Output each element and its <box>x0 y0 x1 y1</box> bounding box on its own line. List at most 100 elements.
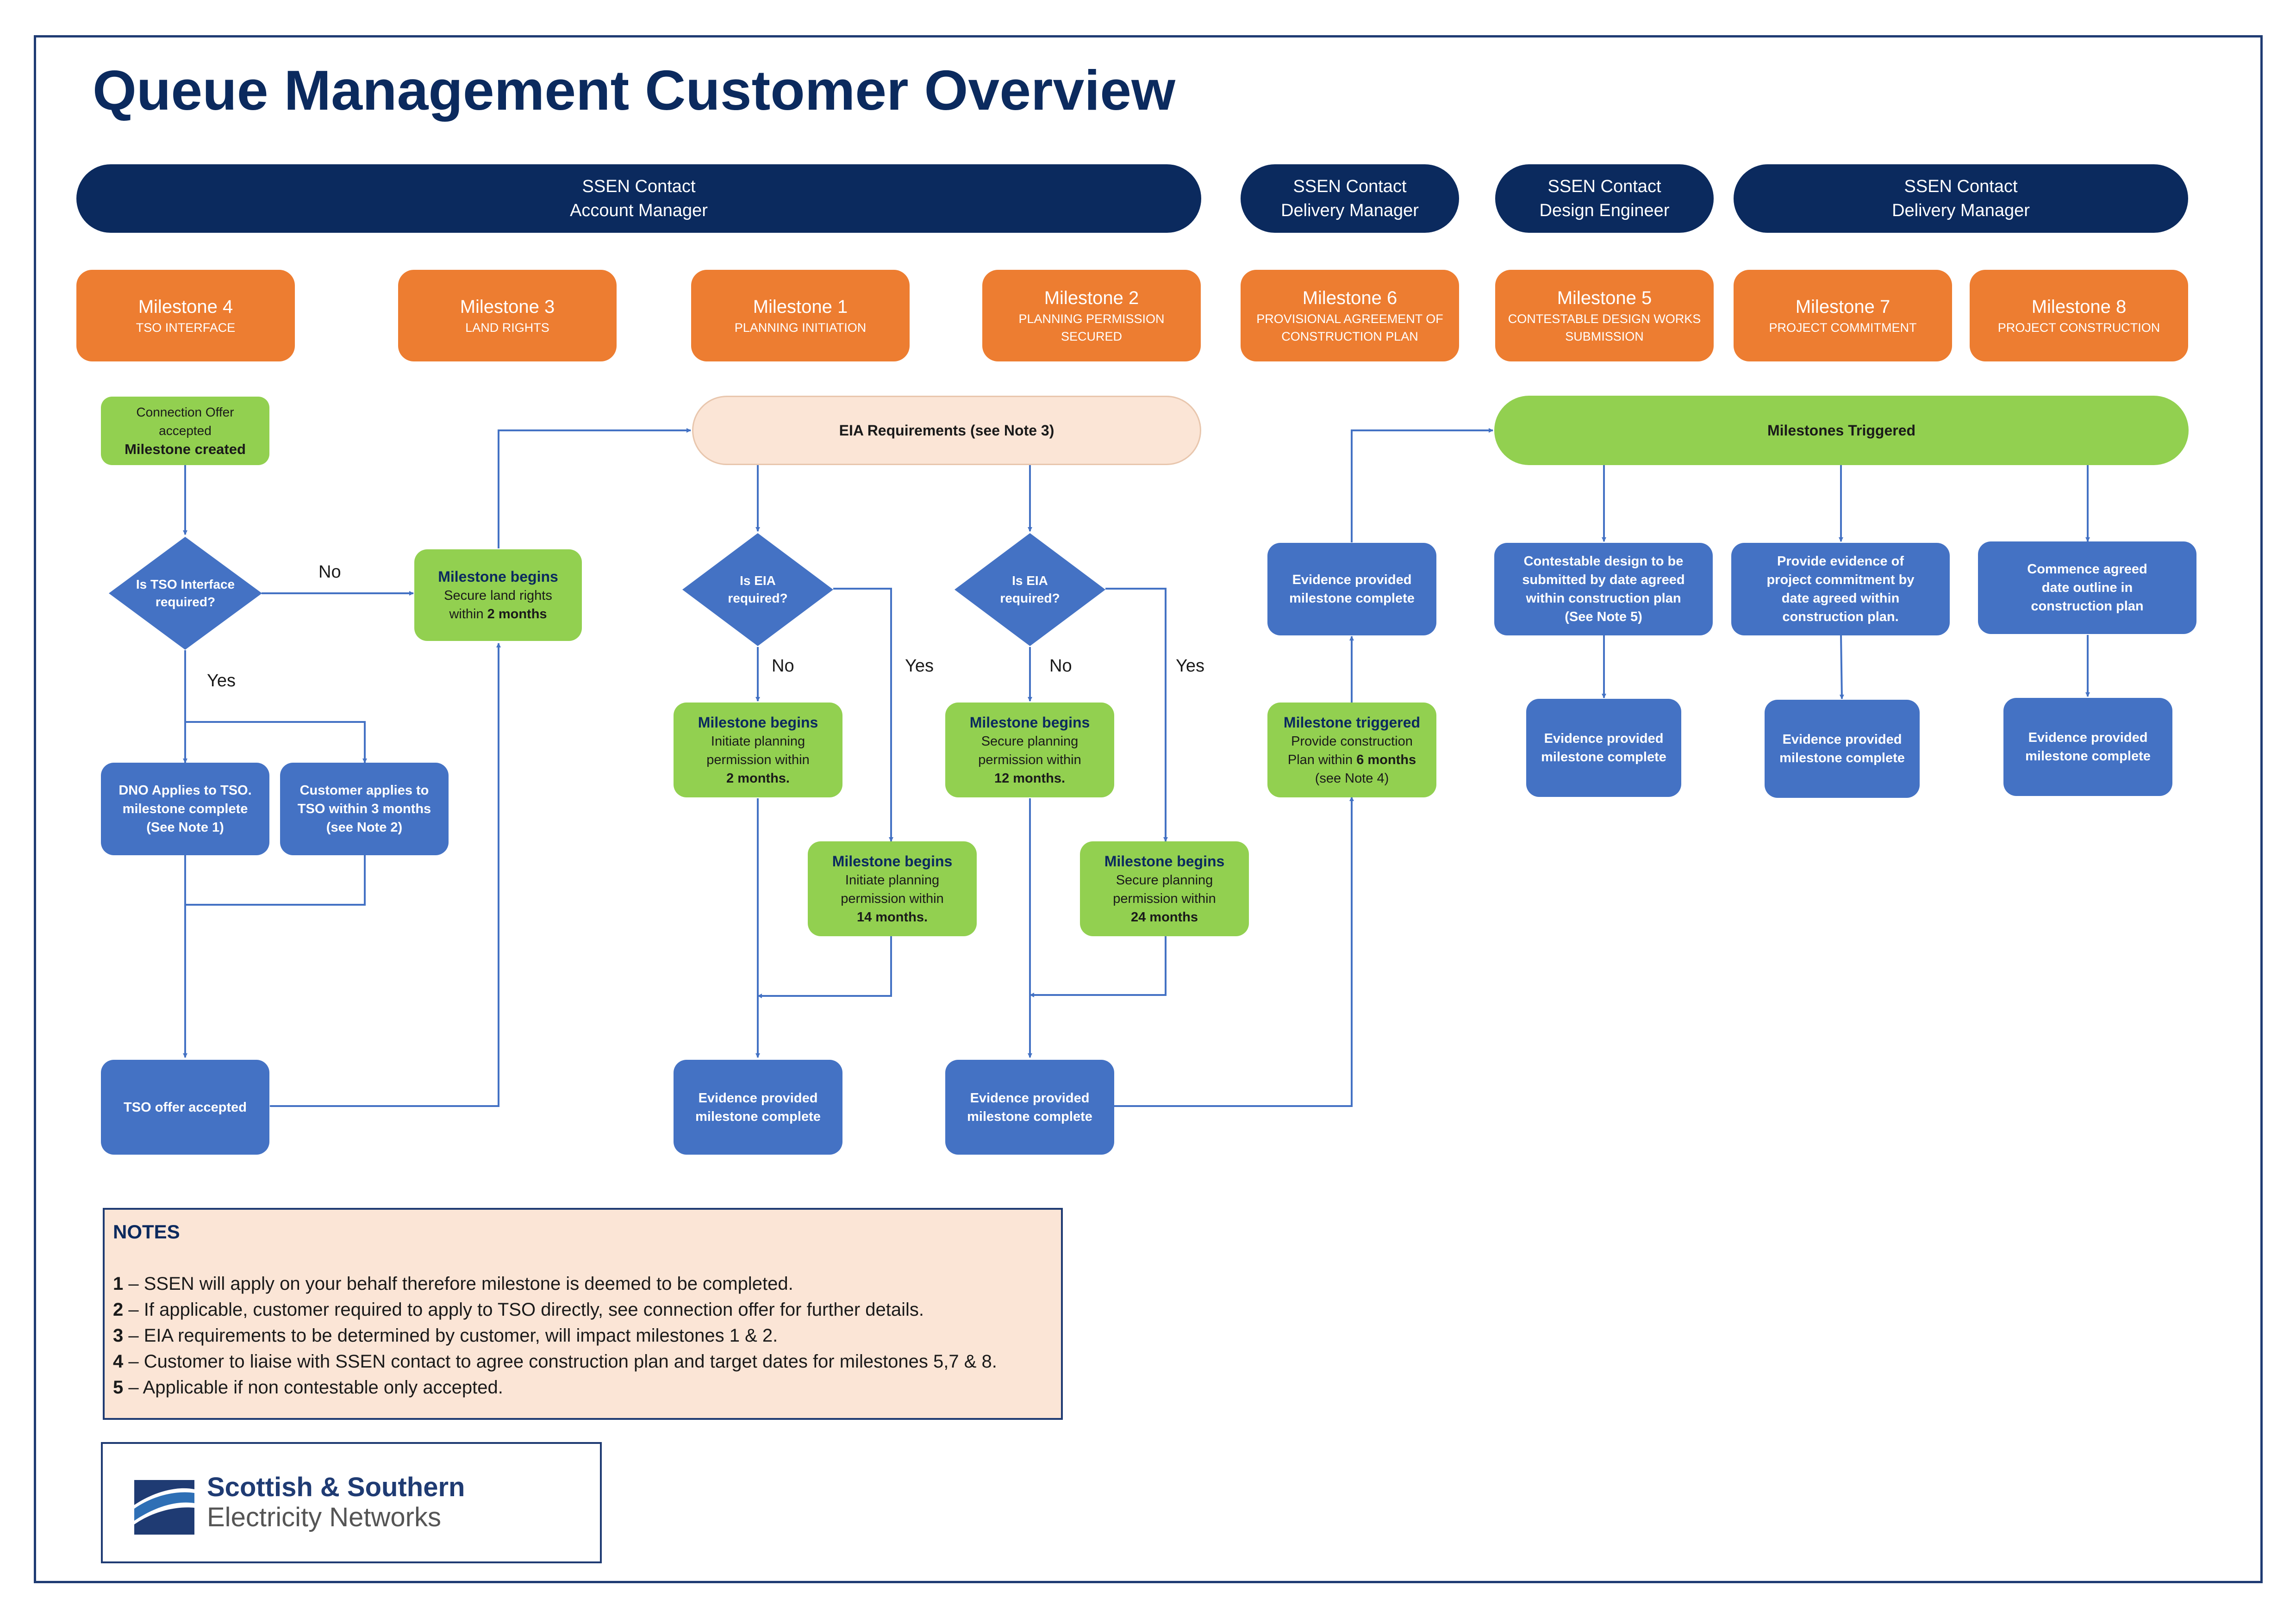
note-text: – Applicable if non contestable only acc… <box>123 1377 503 1398</box>
decision-line: Is TSO Interface <box>136 577 235 591</box>
box-line: Milestone created <box>125 441 246 457</box>
eia-decision-text-1: Is EIA required? <box>681 532 834 647</box>
box-heading: Milestone begins <box>1104 852 1225 870</box>
box-text-bold: 2 months <box>487 607 547 622</box>
m5-evidence-box: Evidence provided milestone complete <box>1526 699 1681 797</box>
box-line: milestone complete <box>1289 591 1415 606</box>
milestone-subtitle: PLANNING INITIATION <box>734 321 867 335</box>
box-line: 24 months <box>1130 909 1198 925</box>
milestone-5-header: Milestone 5 CONTESTABLE DESIGN WORKS SUB… <box>1495 270 1714 361</box>
box-line: milestone complete <box>1779 751 1905 765</box>
m8-evidence-box: Evidence provided milestone complete <box>2003 698 2172 796</box>
eia-requirements-bar: EIA Requirements (see Note 3) <box>692 396 1201 465</box>
milestone-2-header: Milestone 2 PLANNING PERMISSION SECURED <box>982 270 1201 361</box>
box-line: (see Note 4) <box>1315 771 1389 786</box>
customer-applies-tso-box: Customer applies to TSO within 3 months … <box>280 763 449 855</box>
contact-role: Delivery Manager <box>1281 201 1419 220</box>
box-line: TSO within 3 months <box>297 802 431 816</box>
decision-line: required? <box>155 595 216 609</box>
m6-evidence-box: Evidence provided milestone complete <box>1267 543 1436 635</box>
m2-no-eia-box: Milestone begins Secure planning permiss… <box>945 703 1114 797</box>
milestone-name: Milestone 4 <box>138 297 233 317</box>
contact-role: Account Manager <box>570 201 708 220</box>
milestone-subtitle: PLANNING PERMISSION SECURED <box>1018 312 1165 343</box>
box-line: Plan within 6 months <box>1288 751 1416 769</box>
m2-yes-eia-box: Milestone begins Secure planning permiss… <box>1080 841 1249 936</box>
box-line: within construction plan <box>1526 591 1681 606</box>
box-line: Secure planning <box>981 734 1079 749</box>
box-line: permission within <box>841 891 944 906</box>
eia-decision-diamond-1 <box>682 533 833 646</box>
m6-triggered-box: Milestone triggered Provide construction… <box>1267 703 1436 797</box>
yes-label: Yes <box>905 656 934 676</box>
yes-label: Yes <box>207 671 236 690</box>
note-number: 2 <box>113 1300 124 1320</box>
logo-line-1: Scottish & Southern <box>207 1472 465 1502</box>
no-label: No <box>318 562 341 582</box>
milestone-subtitle: LAND RIGHTS <box>465 321 549 335</box>
logo-line-2: Electricity Networks <box>207 1502 441 1532</box>
note-number: 5 <box>113 1377 124 1398</box>
milestone-3-header: Milestone 3 LAND RIGHTS <box>398 270 617 361</box>
box-line: date agreed within <box>1781 591 1900 606</box>
note-text: – If applicable, customer required to ap… <box>123 1300 924 1320</box>
note-item: 5 – Applicable if non contestable only a… <box>113 1374 1053 1400</box>
tso-offer-accepted-box: TSO offer accepted <box>101 1060 269 1155</box>
milestone-1-header: Milestone 1 PLANNING INITIATION <box>691 270 910 361</box>
box-heading: Milestone begins <box>832 852 953 870</box>
contact-role: Delivery Manager <box>1892 201 2030 220</box>
m2-evidence-box: Evidence provided milestone complete <box>945 1060 1114 1155</box>
box-line: Secure land rights <box>444 588 552 603</box>
box-line: milestone complete <box>695 1109 821 1124</box>
decision-line: Is EIA <box>740 573 776 588</box>
box-line: Evidence provided <box>1544 731 1664 746</box>
note-item: 1 – SSEN will apply on your behalf there… <box>113 1271 1053 1297</box>
bar-label: EIA Requirements (see Note 3) <box>839 422 1054 439</box>
m8-task-box: Commence agreed date outline in construc… <box>1978 541 2196 634</box>
contact-label: SSEN Contact <box>1547 177 1661 196</box>
box-line: Evidence provided <box>2028 730 2148 745</box>
box-heading: Milestone begins <box>438 568 558 585</box>
box-line: Provide evidence of <box>1777 554 1904 569</box>
box-heading: Milestone begins <box>969 714 1090 731</box>
milestone-subtitle: PROJECT CONSTRUCTION <box>1997 321 2160 335</box>
m7-task-box: Provide evidence of project commitment b… <box>1731 543 1950 635</box>
decision-line: required? <box>728 591 788 605</box>
note-number: 3 <box>113 1325 124 1346</box>
box-line: submitted by date agreed <box>1522 572 1685 587</box>
milestone-subtitle: PROVISIONAL AGREEMENT OF CONSTRUCTION PL… <box>1256 312 1443 343</box>
milestone-7-header: Milestone 7 PROJECT COMMITMENT <box>1734 270 1952 361</box>
dno-applies-box: DNO Applies to TSO. milestone complete (… <box>101 763 269 855</box>
box-line: 14 months. <box>856 909 928 925</box>
decision-line: Is EIA <box>1012 573 1048 588</box>
notes-title: NOTES <box>113 1221 180 1243</box>
milestone-name: Milestone 5 <box>1557 288 1652 308</box>
box-line: TSO offer accepted <box>124 1100 247 1115</box>
milestone-8-header: Milestone 8 PROJECT CONSTRUCTION <box>1970 270 2188 361</box>
milestone-name: Milestone 2 <box>1044 288 1139 308</box>
m1-yes-eia-box: Milestone begins Initiate planning permi… <box>808 841 977 936</box>
milestone-4-header: Milestone 4 TSO INTERFACE <box>76 270 295 361</box>
box-line: milestone complete <box>2025 749 2151 764</box>
contact-design-engineer: SSEN Contact Design Engineer <box>1495 164 1714 233</box>
box-line: construction plan. <box>1782 609 1899 624</box>
box-line: 2 months. <box>726 771 790 786</box>
contact-role: Design Engineer <box>1539 201 1670 220</box>
box-line: milestone complete <box>967 1109 1092 1124</box>
box-line: Initiate planning <box>711 734 805 749</box>
box-line: project commitment by <box>1766 572 1915 587</box>
box-line: Commence agreed <box>2027 562 2147 577</box>
connection-offer-box: Connection Offer accepted Milestone crea… <box>101 397 269 465</box>
page-title: Queue Management Customer Overview <box>93 59 1176 122</box>
page-frame <box>34 35 2263 1583</box>
box-heading: Milestone triggered <box>1283 714 1421 731</box>
box-text-bold: 6 months <box>1356 752 1416 767</box>
note-item: 4 – Customer to liaise with SSEN contact… <box>113 1349 1053 1374</box>
box-heading: Milestone begins <box>698 714 818 731</box>
box-line: Contestable design to be <box>1523 554 1684 569</box>
note-number: 1 <box>113 1274 124 1294</box>
tso-decision-diamond <box>109 537 262 650</box>
yes-label: Yes <box>1176 656 1204 676</box>
box-line: within 2 months <box>449 605 547 623</box>
